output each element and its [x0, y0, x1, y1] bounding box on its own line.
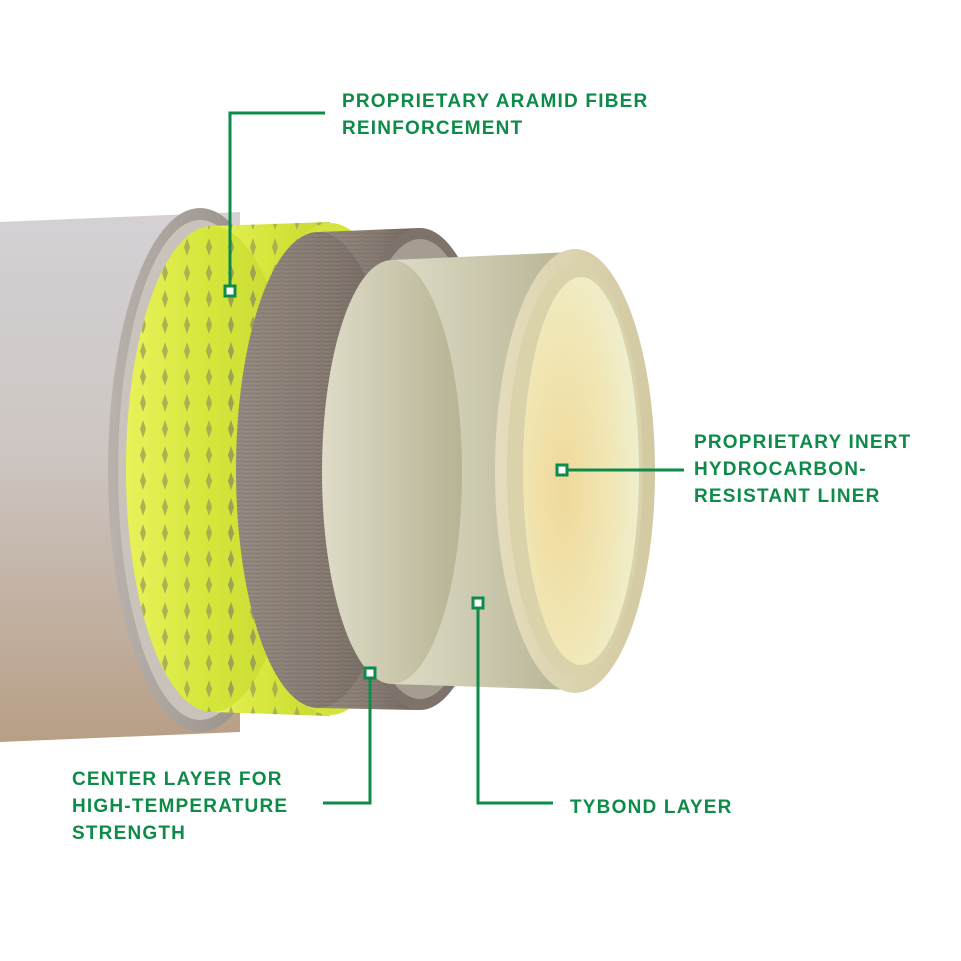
label-aramid-line-2: REINFORCEMENT: [342, 118, 524, 139]
label-aramid-line-1: PROPRIETARY ARAMID FIBER: [342, 91, 649, 112]
label-center-layer: CENTER LAYER FOR HIGH-TEMPERATURE STRENG…: [72, 766, 288, 847]
leader-liner: [555, 463, 684, 477]
label-center-line-1: CENTER LAYER FOR: [72, 769, 283, 790]
label-aramid-fiber: PROPRIETARY ARAMID FIBER REINFORCEMENT: [342, 88, 648, 142]
leader-center: [323, 666, 377, 805]
leader-aramid: [223, 111, 325, 298]
label-liner: PROPRIETARY INERT HYDROCARBON- RESISTANT…: [694, 429, 911, 510]
label-liner-line-3: RESISTANT LINER: [694, 486, 881, 507]
label-tybond-line-1: TYBOND LAYER: [570, 797, 733, 818]
label-liner-line-2: HYDROCARBON-: [694, 459, 867, 480]
label-center-line-3: STRENGTH: [72, 823, 187, 844]
label-center-line-2: HIGH-TEMPERATURE: [72, 796, 289, 817]
leader-tybond: [471, 596, 553, 805]
label-liner-line-1: PROPRIETARY INERT: [694, 432, 912, 453]
label-tybond-layer: TYBOND LAYER: [570, 794, 733, 821]
